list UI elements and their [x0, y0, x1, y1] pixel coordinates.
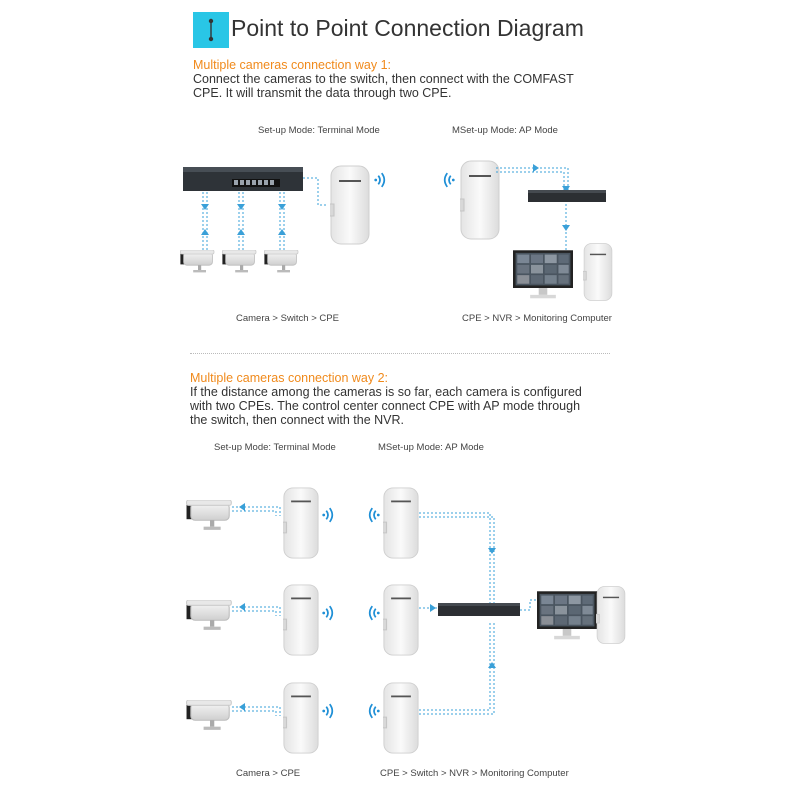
monitoring-computer — [513, 250, 573, 299]
switch-device — [183, 167, 303, 191]
section1-text-line2: CPE. It will transmit the data through t… — [193, 86, 452, 100]
monitoring-computer — [537, 591, 597, 640]
switch-device — [438, 603, 520, 616]
camera-1 — [186, 500, 232, 531]
section1-caption-right: CPE > NVR > Monitoring Computer — [462, 313, 612, 324]
cpe-terminal-1 — [330, 165, 370, 245]
section1-caption-left: Camera > Switch > CPE — [236, 313, 339, 324]
section2-text-line3: the switch, then connect with the NVR. — [190, 413, 404, 427]
title-icon — [193, 12, 229, 48]
section1-mode-right: MSet-up Mode: AP Mode — [452, 125, 558, 136]
section2-heading: Multiple cameras connection way 2: — [190, 371, 389, 385]
section2-caption-right: CPE > Switch > NVR > Monitoring Computer — [380, 768, 569, 779]
camera-2 — [186, 600, 232, 631]
nvr-device — [528, 190, 606, 202]
section2-mode-left: Set-up Mode: Terminal Mode — [214, 442, 336, 453]
wifi-signal-icon — [443, 172, 455, 188]
wifi-signal-icon — [322, 703, 334, 719]
section2-mode-right: MSet-up Mode: AP Mode — [378, 442, 484, 453]
cpe-ap-1 — [383, 487, 419, 559]
connection-icon — [208, 18, 214, 42]
camera-cpe-links — [232, 506, 281, 716]
camera-1 — [180, 250, 215, 273]
section1-text-line1: Connect the cameras to the switch, then … — [193, 72, 574, 86]
cpe-terminal-3 — [283, 682, 319, 754]
section2-text-line1: If the distance among the cameras is so … — [190, 385, 582, 399]
wifi-signal-icon — [368, 605, 380, 621]
camera-3 — [264, 250, 299, 273]
camera-switch-links — [202, 177, 326, 250]
wifi-signal-icon — [322, 507, 334, 523]
cpe-nvr-links — [496, 167, 569, 250]
section2-caption-left: Camera > CPE — [236, 768, 301, 779]
camera-2 — [222, 250, 257, 273]
cpe-ap-1 — [460, 160, 500, 240]
page-title: Point to Point Connection Diagram — [231, 15, 584, 41]
section1-mode-left: Set-up Mode: Terminal Mode — [258, 125, 380, 136]
wifi-signal-icon — [368, 703, 380, 719]
cpe-terminal-1 — [283, 487, 319, 559]
cpe-at-monitor — [596, 586, 626, 644]
section-divider — [190, 353, 610, 354]
section1-heading: Multiple cameras connection way 1: — [193, 58, 392, 72]
cpe-ap-2 — [383, 584, 419, 656]
cpe-switch-links — [419, 512, 540, 715]
cpe-at-monitor — [583, 243, 613, 301]
wifi-signal-icon — [368, 507, 380, 523]
camera-3 — [186, 700, 232, 731]
cpe-terminal-2 — [283, 584, 319, 656]
cpe-ap-3 — [383, 682, 419, 754]
wifi-signal-icon — [322, 605, 334, 621]
wifi-signal-icon — [374, 172, 386, 188]
section2-text-line2: with two CPEs. The control center connec… — [190, 399, 581, 413]
